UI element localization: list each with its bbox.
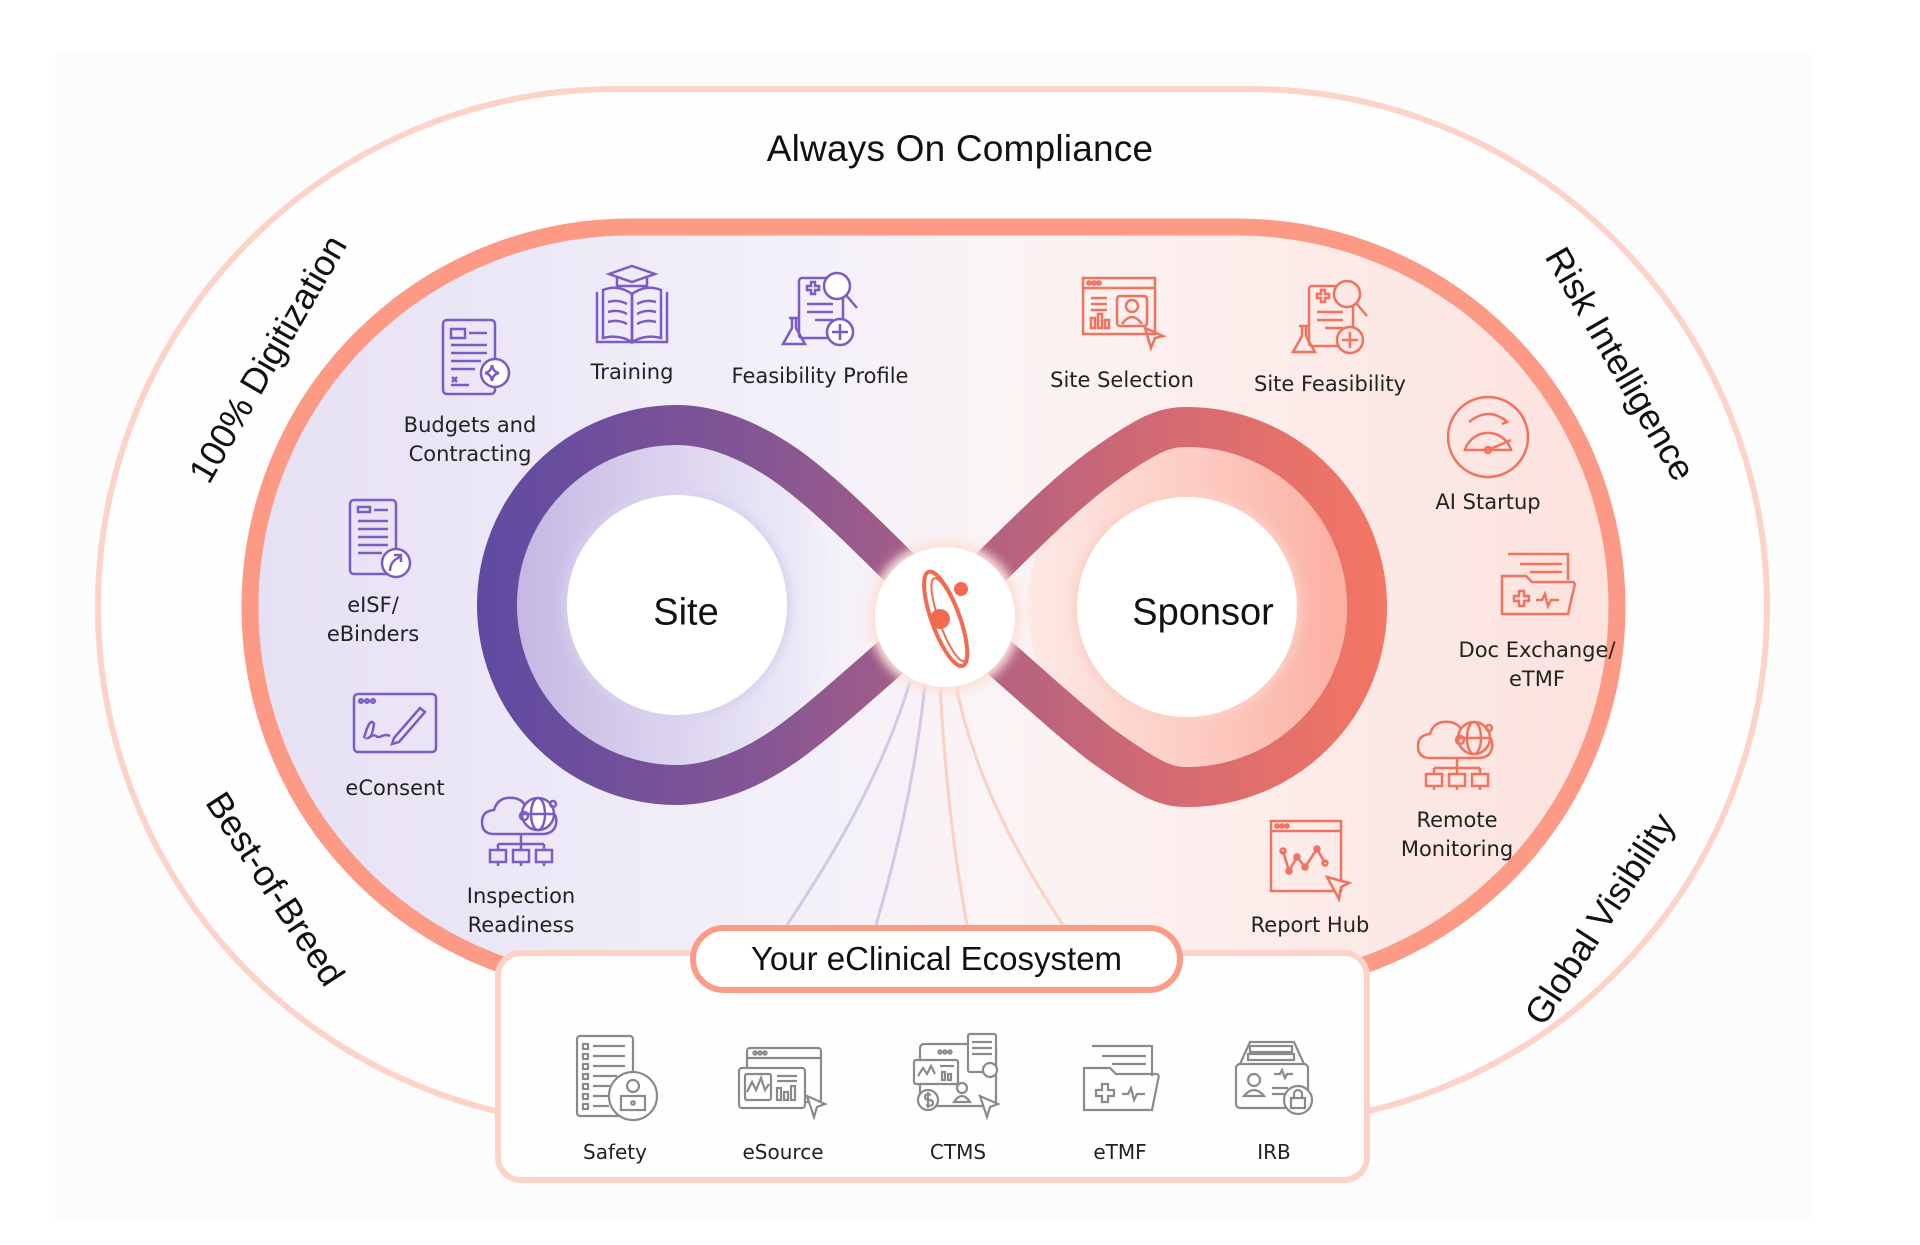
- contract-sparkle-icon: [441, 318, 511, 396]
- site-item-label: Inspection Readiness: [466, 884, 576, 937]
- sponsor-item-label: Site Feasibility: [1254, 372, 1406, 396]
- sponsor-item-report-hub[interactable]: Report Hub: [1210, 815, 1410, 940]
- book-graduation-icon: [595, 264, 669, 345]
- site-label: Site: [653, 591, 719, 634]
- signature-window-icon: [352, 692, 438, 754]
- site-item-feasibility-profile[interactable]: Feasibility Profile: [720, 266, 920, 391]
- site-item-inspection-readiness[interactable]: Inspection Readiness: [421, 786, 621, 940]
- dashboard-window-cursor-icon: [737, 1046, 828, 1121]
- sponsor-item-label: Remote Monitoring: [1400, 808, 1514, 861]
- site-item-label: eISF/ eBinders: [326, 593, 420, 646]
- ecosystem-title: Your eClinical Ecosystem: [690, 925, 1183, 993]
- ecosystem-item-label: IRB: [1257, 1140, 1291, 1164]
- checklist-user-laptop-icon: [575, 1034, 659, 1122]
- sponsor-item-site-feasibility[interactable]: Site Feasibility: [1230, 274, 1430, 399]
- cloud-globe-network-icon: [480, 796, 558, 866]
- sponsor-label: Sponsor: [1132, 591, 1274, 634]
- ecosystem-item-safety[interactable]: Safety: [540, 1030, 690, 1164]
- sponsor-item-label: AI Startup: [1435, 490, 1541, 514]
- connector-line: [953, 681, 1065, 926]
- ecosystem-item-ctms[interactable]: CTMS: [883, 1030, 1033, 1164]
- ecosystem-item-esource[interactable]: eSource: [708, 1030, 858, 1164]
- connector-line: [874, 683, 927, 926]
- ecosystem-item-label: eSource: [742, 1140, 824, 1164]
- ecosystem-item-irb[interactable]: IRB: [1199, 1030, 1349, 1164]
- site-item-label: Training: [590, 360, 674, 384]
- sponsor-item-label: Doc Exchange/ eTMF: [1458, 638, 1616, 691]
- site-item-training[interactable]: Training: [532, 262, 732, 387]
- line-chart-window-icon: [1269, 819, 1353, 903]
- sponsor-disc: [1077, 497, 1297, 717]
- connector-line: [785, 681, 912, 926]
- multi-dashboard-icon: [912, 1032, 1001, 1121]
- site-item-econsent[interactable]: eConsent: [295, 678, 495, 803]
- speedometer-icon: [1446, 395, 1530, 479]
- sponsor-item-label: Site Selection: [1050, 368, 1194, 392]
- ecosystem-item-label: eTMF: [1093, 1140, 1147, 1164]
- card-file-lock-icon: [1234, 1040, 1314, 1116]
- site-item-eisf[interactable]: eISF/ eBinders: [273, 495, 473, 649]
- site-item-label: Feasibility Profile: [731, 364, 909, 388]
- site-item-label: Budgets and Contracting: [403, 413, 537, 466]
- browser-profile-cursor-icon: [1081, 276, 1167, 352]
- ecosystem-item-etmf[interactable]: eTMF: [1045, 1030, 1195, 1164]
- sponsor-item-remote-monitoring[interactable]: Remote Monitoring: [1357, 710, 1557, 864]
- document-flask-magnifier-icon: [780, 271, 858, 347]
- connector-line: [938, 683, 969, 926]
- site-item-label: eConsent: [345, 776, 445, 800]
- site-item-budgets[interactable]: Budgets and Contracting: [370, 315, 570, 469]
- site-disc: [567, 495, 787, 715]
- cloud-globe-network-icon: [1416, 720, 1494, 790]
- sponsor-item-ai-startup[interactable]: AI Startup: [1388, 392, 1588, 517]
- medical-folder-icon: [1082, 1044, 1160, 1112]
- orbit-logo-icon: [922, 569, 970, 669]
- ecosystem-item-label: Safety: [583, 1140, 647, 1164]
- sponsor-item-label: Report Hub: [1250, 913, 1370, 937]
- document-share-icon: [348, 498, 412, 579]
- sponsor-item-site-selection[interactable]: Site Selection: [1022, 270, 1222, 395]
- document-flask-magnifier-icon: [1290, 279, 1368, 355]
- medical-folder-icon: [1500, 552, 1576, 616]
- ecosystem-title-text: Your eClinical Ecosystem: [750, 940, 1123, 977]
- page-title: Always On Compliance: [766, 128, 1154, 169]
- sponsor-item-doc-exchange[interactable]: Doc Exchange/ eTMF: [1437, 540, 1637, 694]
- ecosystem-item-label: CTMS: [929, 1140, 987, 1164]
